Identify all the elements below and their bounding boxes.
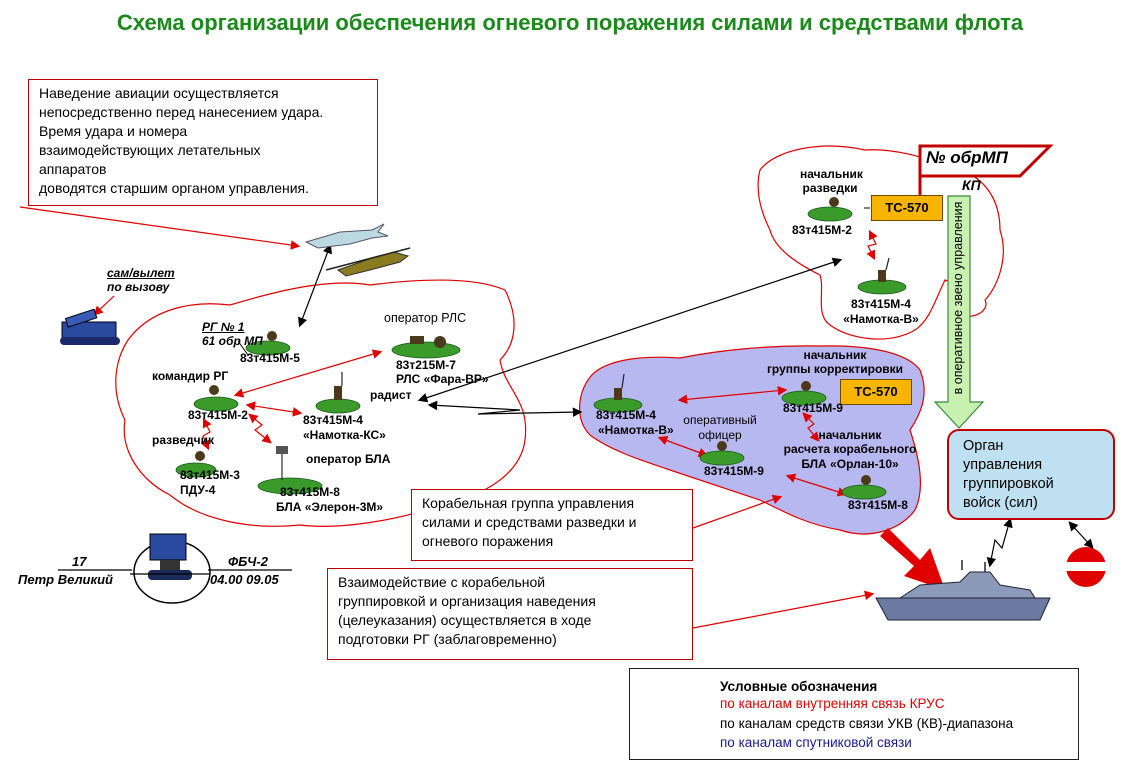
soldier-icon-komandir [193,396,239,412]
rls-code-label: 83т215М-7 [396,358,456,372]
bla-icon-eleron [257,477,323,495]
launcher-icon [60,308,120,345]
nach-korr-label-2: группы корректировки [766,362,904,376]
soldier-icon-op-officer [699,450,745,466]
soldier-icon-razvedchik [175,462,217,478]
nach-bla-label-1: начальник [818,428,882,442]
legend-black: по каналам средств связи УКВ (КВ)-диапаз… [720,716,1014,731]
legend-blue: по каналам спутниковой связи [720,735,912,750]
organ-box: Орган управления группировкой войск (сил… [947,429,1115,520]
ship-m8-label: 83т415М-8 [848,498,908,512]
nach-bla-label-2: расчета корабельного [783,442,917,456]
ship-m9b-label: 83т415М-9 [704,464,764,478]
fbch-code: ФБЧ-2 [228,554,268,569]
fbch-time: 04.00 09.05 [210,572,279,587]
ship-namotka-code: 83т415М-4 [596,408,656,422]
big-red-arrow [880,528,945,590]
note-ship-group: Корабельная группа управления силами и с… [411,489,693,561]
ship-m9a-label: 83т415М-9 [783,401,843,415]
warship-icon [875,560,1051,621]
rg-label: РГ № 1 [202,320,245,334]
green-arrow [933,195,985,429]
kp-label: КП [962,177,981,193]
radist-label: радист [370,388,412,402]
razvedchik-label: разведчик [152,433,214,447]
soldier-icon-nach-razv [807,206,853,222]
operator-bla-label: оператор БЛА [306,452,391,466]
bla-eleron-label: БЛА «Элерон-3М» [276,500,384,514]
sam-vylet-label: сам/вылет [107,266,175,280]
soldier-icon-rg [245,340,291,356]
note-aviation: Наведение авиации осуществляется непосре… [28,79,378,206]
op-officer-label-2: офицер [698,428,742,442]
legend: Условные обозначения по каналам внутренн… [629,668,1079,760]
ts570-kp: ТС-570 [871,195,943,221]
nach-korr-label-1: начальник [803,348,867,362]
vertical-label: в оперативное звено управления [951,201,965,395]
signal-marker-icon [1066,547,1106,587]
station-m5-label: 83т415М-5 [240,351,300,365]
legend-title: Условные обозначения [720,679,878,694]
komandir-label: командир РГ [152,369,229,383]
nach-bla-label-3: БЛА «Орлан-10» [801,457,899,471]
legend-red: по каналам внутренняя связь КРУС [720,696,945,711]
soldier-icon-nach-bla [841,484,887,500]
ship-namotka-name: «Намотка-В» [598,423,674,437]
rls-name-label: РЛС «Фара-ВР» [396,372,489,386]
station-m2-label: 83т415М-2 [188,408,248,422]
station-m8-label: 83т415М-8 [280,485,340,499]
rg-brigade-label: 61 обр МП [202,334,263,348]
kp-m2-label: 83т415М-2 [792,223,852,237]
ts570-ship: ТС-570 [840,379,912,405]
jet-icon [304,223,389,249]
radio-icon-namotka-ks [315,398,361,414]
helicopter-icon [325,247,411,277]
namotka-ks-name-label: «Намотка-КС» [303,428,386,442]
radio-icon-kp-namotka [857,279,907,295]
op-officer-label-1: оперативный [683,413,757,427]
page-title: Схема организации обеспечения огневого п… [116,10,1024,35]
nach-razv-label-2: разведки [802,181,858,195]
ship-number: 17 [72,554,87,569]
radar-icon-fara [391,341,461,359]
soldier-icon-nach-korr [781,390,827,406]
ship-name: Петр Великий [18,572,113,587]
pdu-label: ПДУ-4 [180,483,216,497]
nach-razv-label-1: начальник [800,167,863,181]
namotka-ks-code-label: 83т415М-4 [303,413,363,427]
kp-flag-title: № обрМП [926,148,1008,167]
kp-namotka-name: «Намотка-В» [843,312,919,326]
station-m3-label: 83т415М-3 [180,468,240,482]
po-vyzovu-label: по вызову [107,280,170,294]
operator-rls-label: оператор РЛС [384,311,467,325]
kp-namotka-code: 83т415М-4 [851,297,911,311]
ship-emblem-icon [130,533,211,604]
note-interaction: Взаимодействие с корабельной группировко… [327,568,693,660]
